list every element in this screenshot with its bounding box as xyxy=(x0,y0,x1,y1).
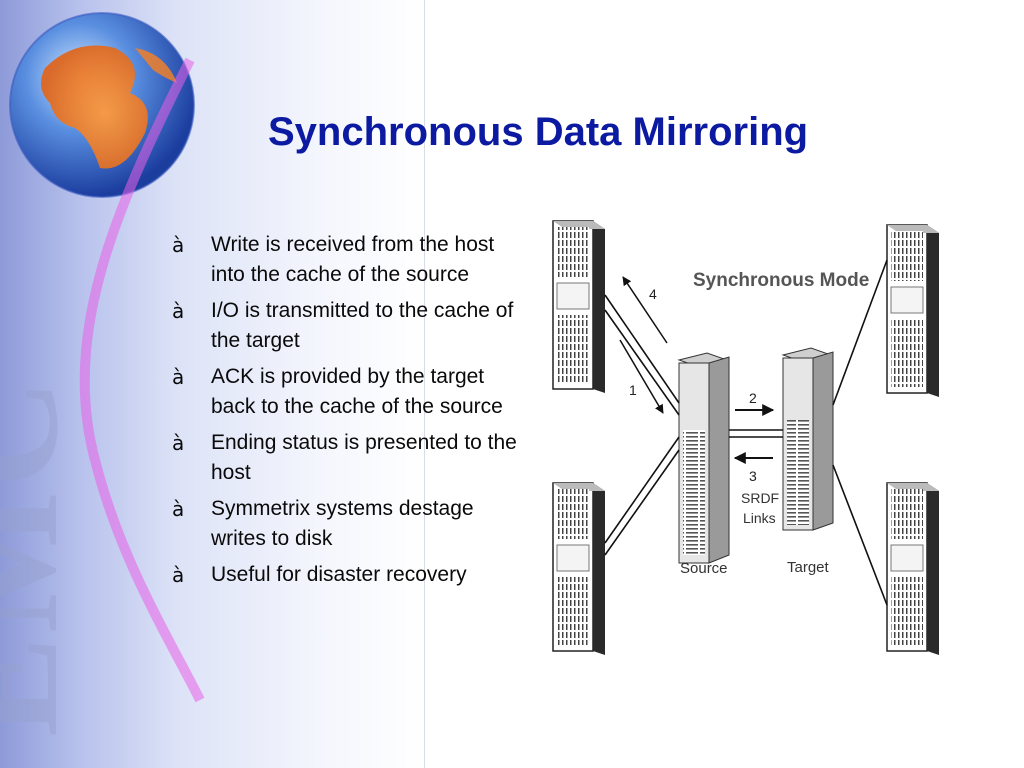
step-2-label: 2 xyxy=(749,390,757,406)
panel-divider xyxy=(424,0,425,768)
bullet-item: à Write is received from the host into th… xyxy=(172,230,517,290)
mode-label: Synchronous Mode xyxy=(693,270,869,291)
bullet-list: à Write is received from the host into th… xyxy=(172,230,517,596)
bullet-text: I/O is transmitted to the cache of the t… xyxy=(211,299,514,352)
arrow-bullet-icon: à xyxy=(172,563,185,587)
bullet-text: Write is received from the host into the… xyxy=(211,233,495,286)
arrow-bullet-icon: à xyxy=(172,233,185,257)
step-arrows xyxy=(619,276,775,464)
host-server-icon xyxy=(886,224,939,397)
step-4-label: 4 xyxy=(649,286,657,302)
bullet-item: à Symmetrix systems destage writes to dis… xyxy=(172,494,517,554)
arrow-bullet-icon: à xyxy=(172,497,185,521)
step-3-label: 3 xyxy=(749,468,757,484)
decorative-side-panel: EMC xyxy=(0,0,425,768)
srdf-label: SRDF xyxy=(741,490,779,506)
links-label: Links xyxy=(743,510,776,526)
host-links xyxy=(604,259,888,606)
swoosh-decoration xyxy=(79,57,205,703)
source-label: Source xyxy=(680,560,728,577)
slide-title: Synchronous Data Mirroring xyxy=(268,110,809,154)
bullet-text: Symmetrix systems destage writes to disk xyxy=(211,497,474,550)
bullet-text: Useful for disaster recovery xyxy=(211,563,467,586)
bullet-item: à Useful for disaster recovery xyxy=(172,560,517,590)
host-server-icon xyxy=(552,482,605,655)
bullet-text: ACK is provided by the target back to th… xyxy=(211,365,503,418)
target-label: Target xyxy=(787,559,830,576)
host-server-icon xyxy=(886,482,939,655)
bullet-item: à Ending status is presented to the host xyxy=(172,428,517,488)
bullet-item: à I/O is transmitted to the cache of the … xyxy=(172,296,517,356)
step-1-label: 1 xyxy=(629,382,637,398)
srdf-diagram: Synchronous Mode 1 2 3 4 SRDF Links Sour… xyxy=(545,215,950,660)
bullet-item: à ACK is provided by the target back to t… xyxy=(172,362,517,422)
target-storage-icon xyxy=(781,347,834,531)
arrow-bullet-icon: à xyxy=(172,365,185,389)
host-server-icon xyxy=(552,220,605,393)
arrow-bullet-icon: à xyxy=(172,299,185,323)
source-storage-icon xyxy=(677,352,730,564)
arrow-bullet-icon: à xyxy=(172,431,185,455)
bullet-text: Ending status is presented to the host xyxy=(211,431,517,484)
